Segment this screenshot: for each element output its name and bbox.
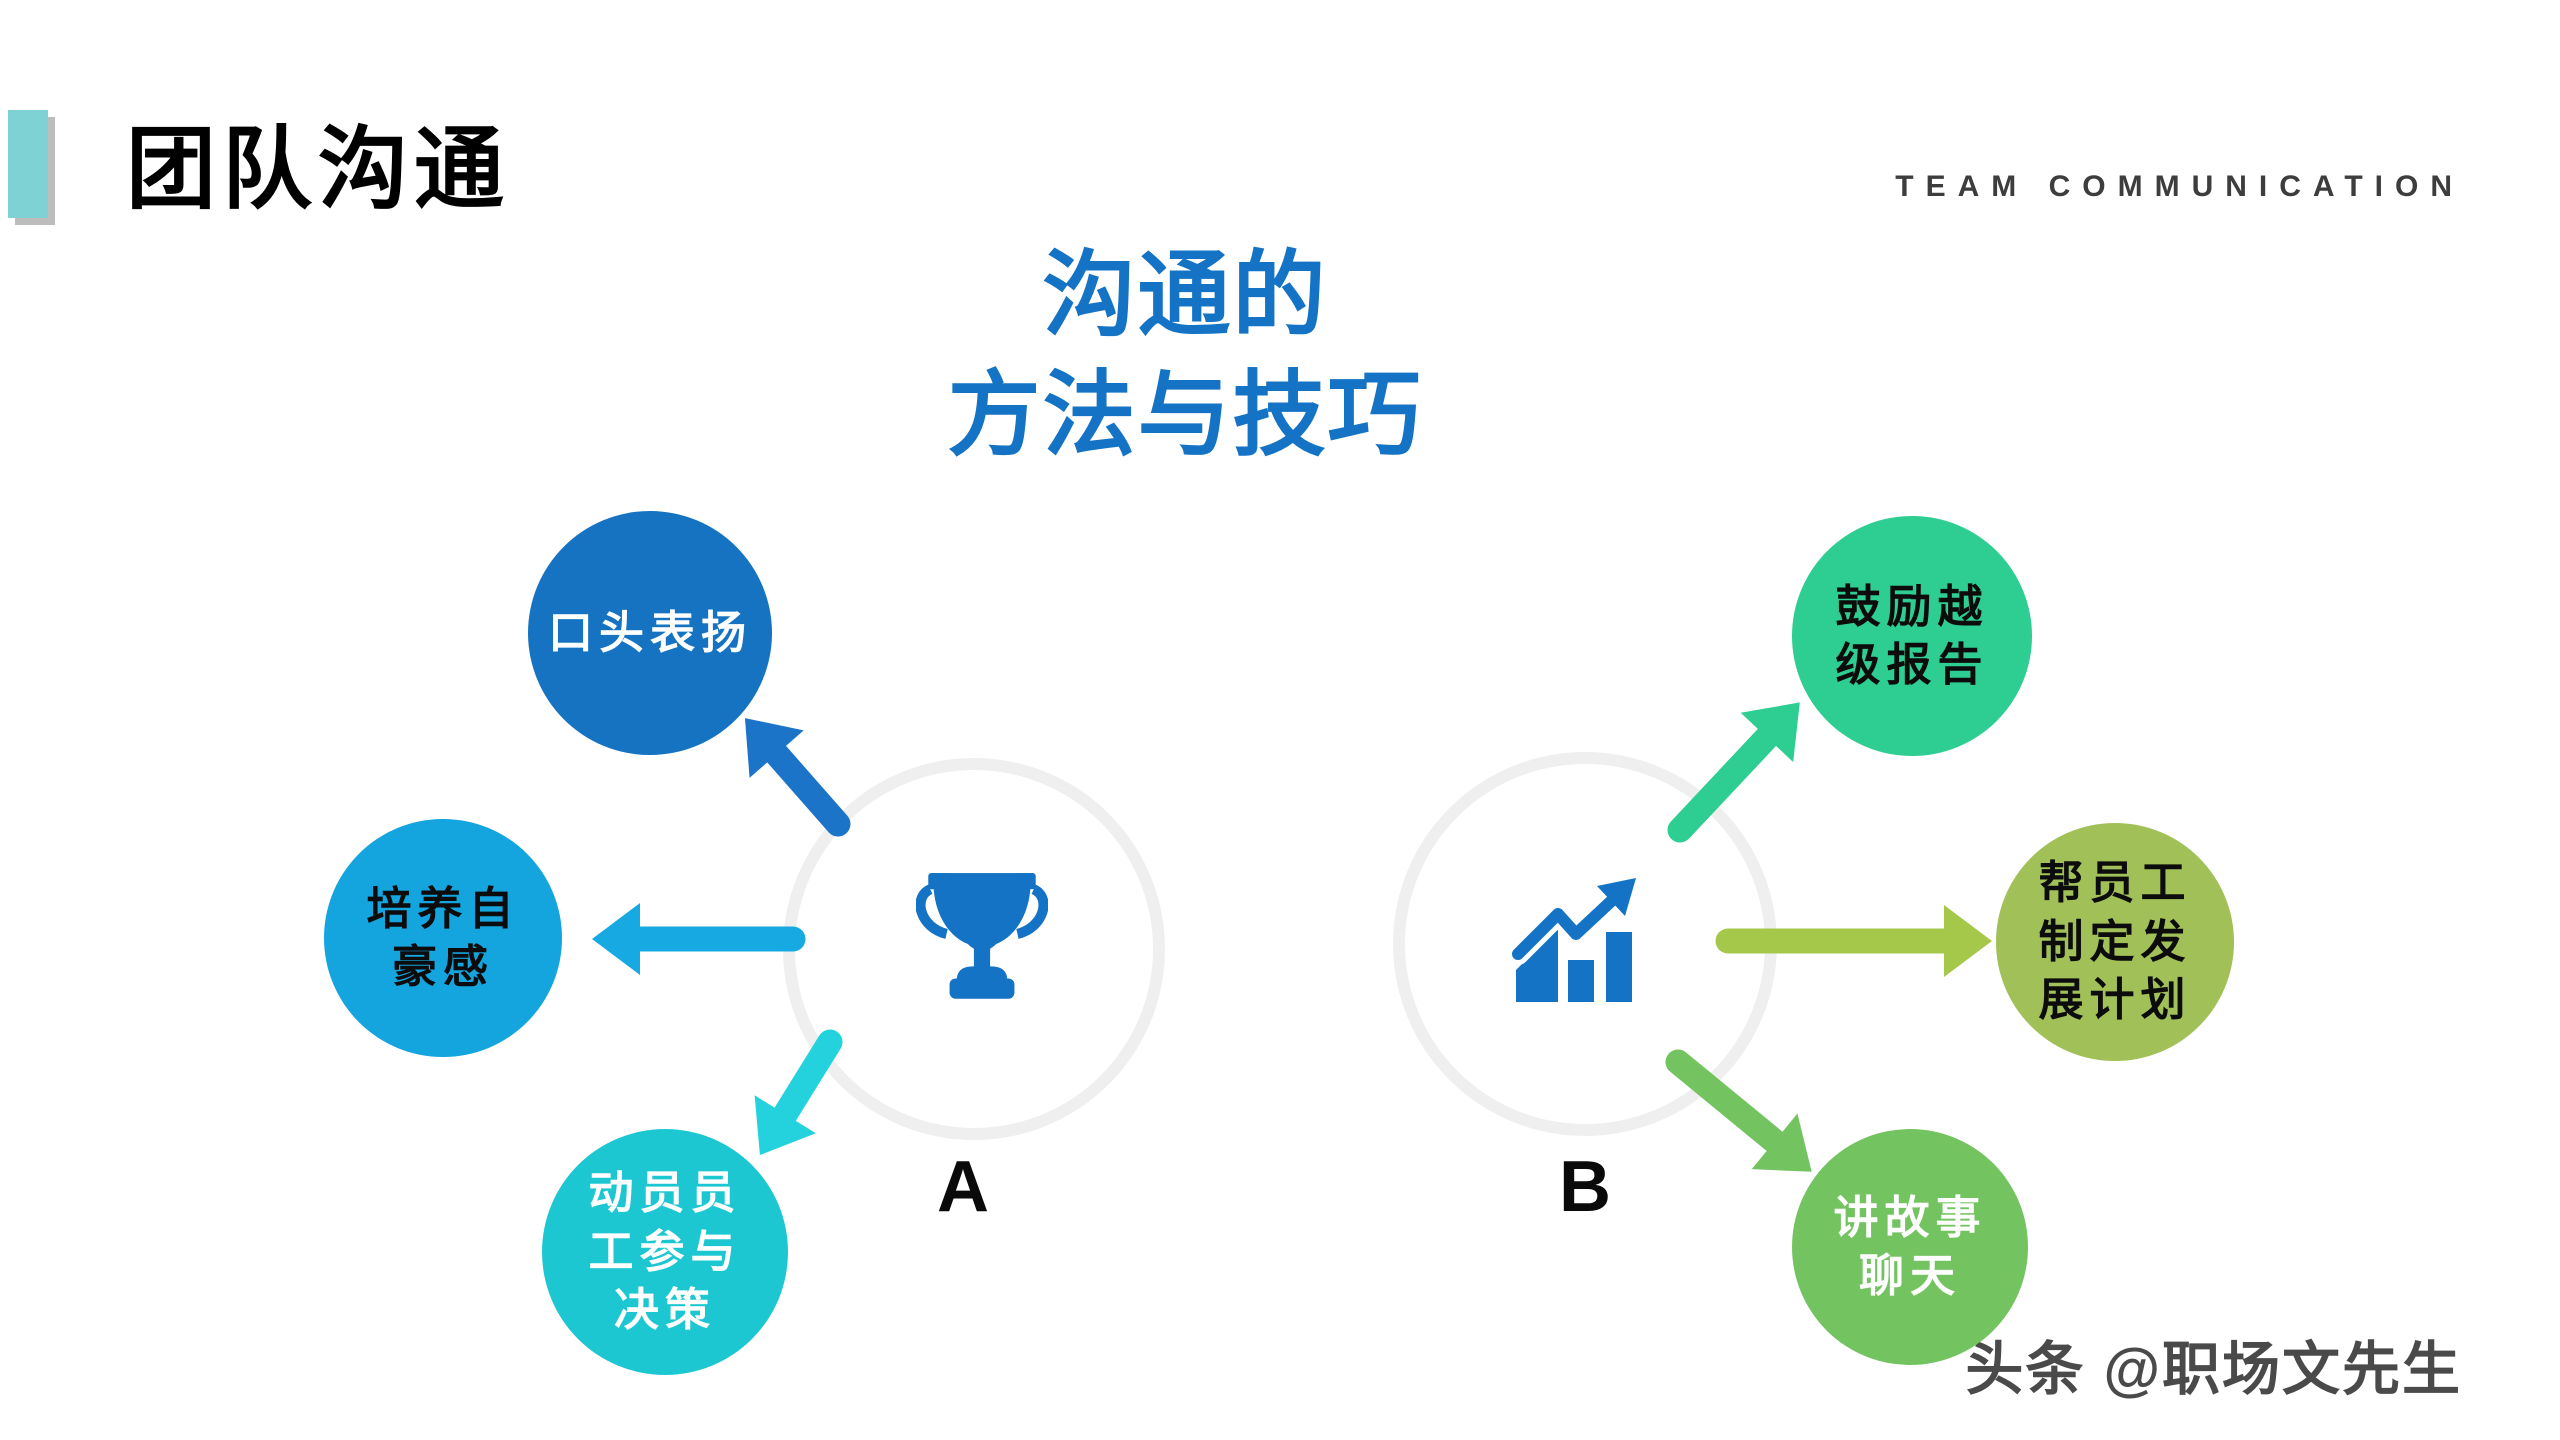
branch-circle-cultivate-pride: 培养自 豪感 [324, 819, 562, 1057]
branch-circle-skip-level-report: 鼓励越 级报告 [1792, 516, 2032, 756]
watermark: 头条 @职场文先生 [1965, 1337, 2462, 1402]
branch-label-line: 培养自 [366, 881, 520, 935]
hub-b-circle [1393, 752, 1777, 1136]
main-title-line1: 沟通的 [1042, 243, 1328, 347]
arrow-a-left [592, 903, 806, 975]
branch-label-line: 聊天 [1858, 1249, 1961, 1302]
group-label-b: B [1559, 1147, 1611, 1227]
trophy-icon [916, 873, 1048, 999]
branch-label-line: 豪感 [391, 940, 494, 993]
branch-label-line: 鼓励越 [1835, 579, 1989, 633]
hub-a-circle [783, 758, 1165, 1140]
branch-label-line: 制定发 [2038, 914, 2192, 968]
title-accent-square [8, 110, 48, 218]
branch-label-line: 工参与 [588, 1224, 742, 1278]
branch-circle-storytelling-chat: 讲故事 聊天 [1792, 1129, 2028, 1365]
page-subtitle-en: TEAM COMMUNICATION [1895, 170, 2464, 203]
growth-chart-icon [1510, 878, 1636, 1002]
main-title-line2: 方法与技巧 [947, 362, 1423, 467]
branch-label-line: 决策 [613, 1283, 716, 1337]
branch-circle-involve-employees: 动员员 工参与 决策 [542, 1129, 788, 1375]
branch-label-line: 动员员 [588, 1166, 742, 1220]
branch-circle-verbal-praise: 口头表扬 [528, 511, 772, 755]
branch-label-line: 帮员工 [2038, 856, 2192, 910]
branch-circle-development-plan: 帮员工 制定发 展计划 [1996, 823, 2234, 1061]
main-title: 沟通的 方法与技巧 [780, 236, 1590, 476]
group-label-a: A [937, 1147, 989, 1227]
branch-label-line: 级报告 [1835, 638, 1989, 691]
branch-label-line: 讲故事 [1833, 1190, 1987, 1244]
page-title: 团队沟通 [126, 120, 510, 220]
branch-label-line: 口头表扬 [547, 605, 752, 659]
branch-label-line: 展计划 [2038, 973, 2192, 1027]
